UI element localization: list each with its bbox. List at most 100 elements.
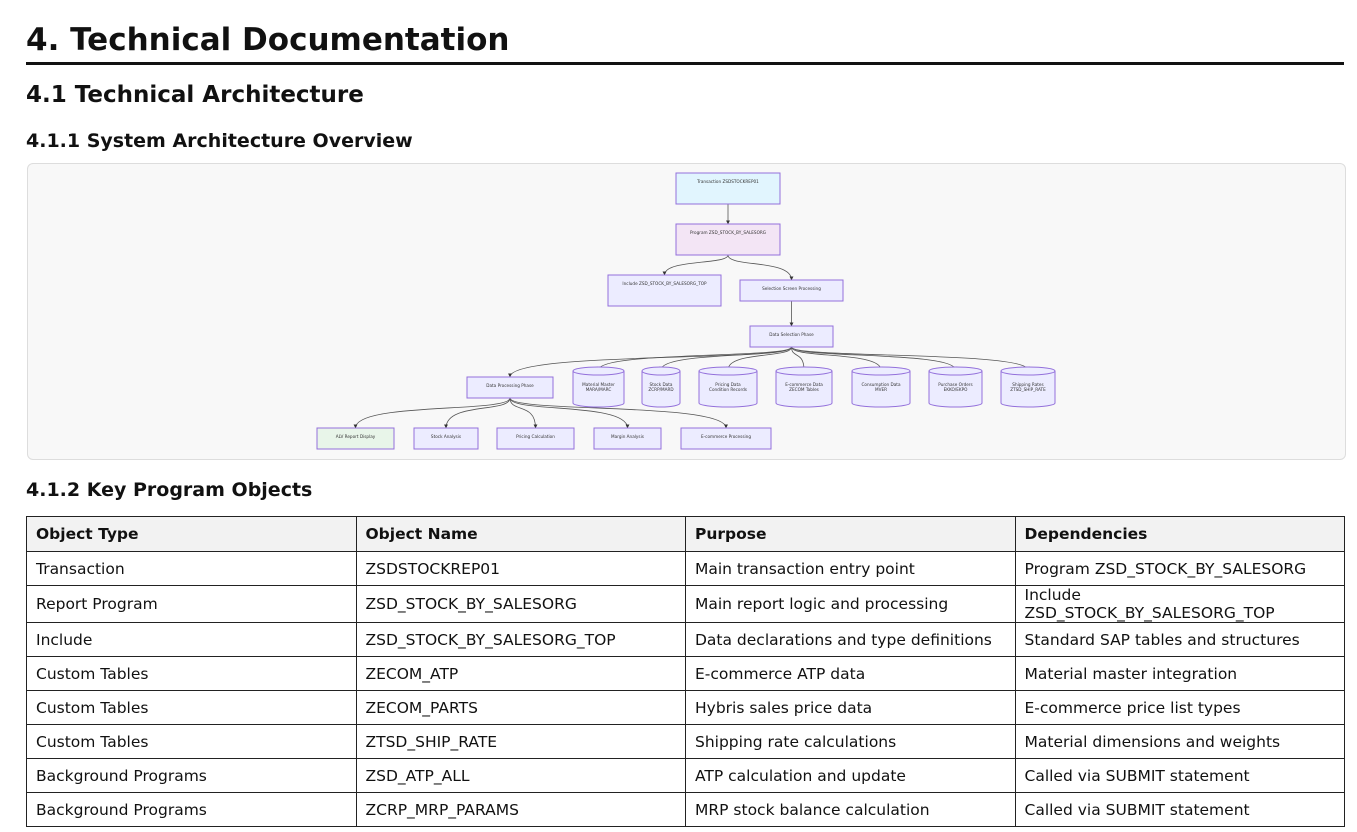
- column-header: Dependencies: [1014, 516, 1345, 552]
- edge-dsp-po: [791, 346, 958, 371]
- table-cell: Report Program: [26, 585, 357, 623]
- table-cell: ZSD_ATP_ALL: [355, 758, 686, 793]
- table-cell: MRP stock balance calculation: [685, 792, 1016, 827]
- node-label: Pricing Calculation: [516, 434, 555, 439]
- table-cell: Standard SAP tables and structures: [1014, 622, 1345, 657]
- node-ep: E-commerce Processing: [680, 427, 772, 450]
- table-cell: Shipping rate calculations: [685, 724, 1016, 759]
- node-dsp: Data Selection Phase: [749, 325, 834, 348]
- table-cell: Program ZSD_STOCK_BY_SALESORG: [1014, 551, 1345, 586]
- table-cell: Include: [26, 622, 357, 657]
- table-cell: ZSD_STOCK_BY_SALESORG: [355, 585, 686, 623]
- node-sel: Selection Screen Processing: [739, 279, 844, 302]
- table-cell: Material dimensions and weights: [1014, 724, 1345, 759]
- table-cell: Custom Tables: [26, 656, 357, 691]
- table-cell: Called via SUBMIT statement: [1014, 792, 1345, 827]
- node-label: Include ZSD_STOCK_BY_SALESORG_TOP: [622, 281, 707, 286]
- table-cell: ZCRP_MRP_PARAMS: [355, 792, 686, 827]
- subsection-heading-architecture: 4.1.1 System Architecture Overview: [26, 130, 413, 152]
- node-label: Program ZSD_STOCK_BY_SALESORG: [690, 230, 766, 235]
- edge-dsp-shp: [791, 346, 1030, 371]
- column-header: Object Type: [26, 516, 357, 552]
- table-cell: ZECOM_ATP: [355, 656, 686, 691]
- edge-dsp-con: [791, 346, 883, 371]
- table-cell: ZSDSTOCKREP01: [355, 551, 686, 586]
- table-cell: Background Programs: [26, 792, 357, 827]
- table-cell: Custom Tables: [26, 724, 357, 759]
- table-cell: Hybris sales price data: [685, 690, 1016, 725]
- edge-dpp-ma: [509, 397, 630, 429]
- edge-prog-sel: [727, 254, 794, 281]
- table-cell: ZTSD_SHIP_RATE: [355, 724, 686, 759]
- node-label: Stock Analysis: [431, 434, 461, 439]
- node-label: Selection Screen Processing: [762, 286, 821, 291]
- table-cell: Data declarations and type definitions: [685, 622, 1016, 657]
- page-title: 4. Technical Documentation: [26, 20, 1344, 65]
- edge-dpp-sa: [444, 397, 511, 429]
- column-header: Purpose: [685, 516, 1016, 552]
- node-alv: ALV Report Display: [316, 427, 395, 450]
- edge-dsp-prc: [726, 346, 792, 371]
- table-cell: ZSD_STOCK_BY_SALESORG_TOP: [355, 622, 686, 657]
- edge-dsp-stk: [659, 346, 792, 371]
- node-prog: Program ZSD_STOCK_BY_SALESORG: [675, 223, 781, 256]
- node-ma: Margin Analysis: [593, 427, 662, 450]
- table-cell: ATP calculation and update: [685, 758, 1016, 793]
- table-cell: Include ZSD_STOCK_BY_SALESORG_TOP: [1014, 585, 1345, 623]
- node-label: Transaction ZSDSTOCKREP01: [696, 179, 759, 184]
- section-heading: 4.1 Technical Architecture: [26, 82, 364, 108]
- table-cell: Material master integration: [1014, 656, 1345, 691]
- node-tx: Transaction ZSDSTOCKREP01: [675, 172, 781, 205]
- column-header: Object Name: [355, 516, 686, 552]
- edge-dpp-ep: [509, 397, 728, 429]
- table-cell: Called via SUBMIT statement: [1014, 758, 1345, 793]
- table-cell: Transaction: [26, 551, 357, 586]
- table-cell: Main transaction entry point: [685, 551, 1016, 586]
- table-cell: E-commerce price list types: [1014, 690, 1345, 725]
- node-pc: Pricing Calculation: [496, 427, 575, 450]
- table-cell: Main report logic and processing: [685, 585, 1016, 623]
- node-label: Margin Analysis: [611, 434, 644, 439]
- edge-dpp-pc: [509, 397, 538, 429]
- node-label: ALV Report Display: [336, 434, 376, 439]
- node-sa: Stock Analysis: [413, 427, 479, 450]
- table-cell: E-commerce ATP data: [685, 656, 1016, 691]
- subsection-heading-objects: 4.1.2 Key Program Objects: [26, 479, 313, 501]
- node-label: Data Selection Phase: [769, 332, 814, 337]
- table-cell: Custom Tables: [26, 690, 357, 725]
- node-label: Data Processing Phase: [486, 383, 534, 388]
- edge-dsp-mat: [596, 346, 792, 371]
- table-cell: Background Programs: [26, 758, 357, 793]
- edge-dpp-alv: [353, 397, 511, 429]
- node-label: E-commerce Processing: [701, 434, 751, 439]
- node-dpp: Data Processing Phase: [466, 376, 554, 399]
- edge-prog-inc: [662, 254, 729, 276]
- node-inc: Include ZSD_STOCK_BY_SALESORG_TOP: [607, 274, 722, 307]
- table-cell: ZECOM_PARTS: [355, 690, 686, 725]
- edge-dsp-eco: [791, 346, 806, 371]
